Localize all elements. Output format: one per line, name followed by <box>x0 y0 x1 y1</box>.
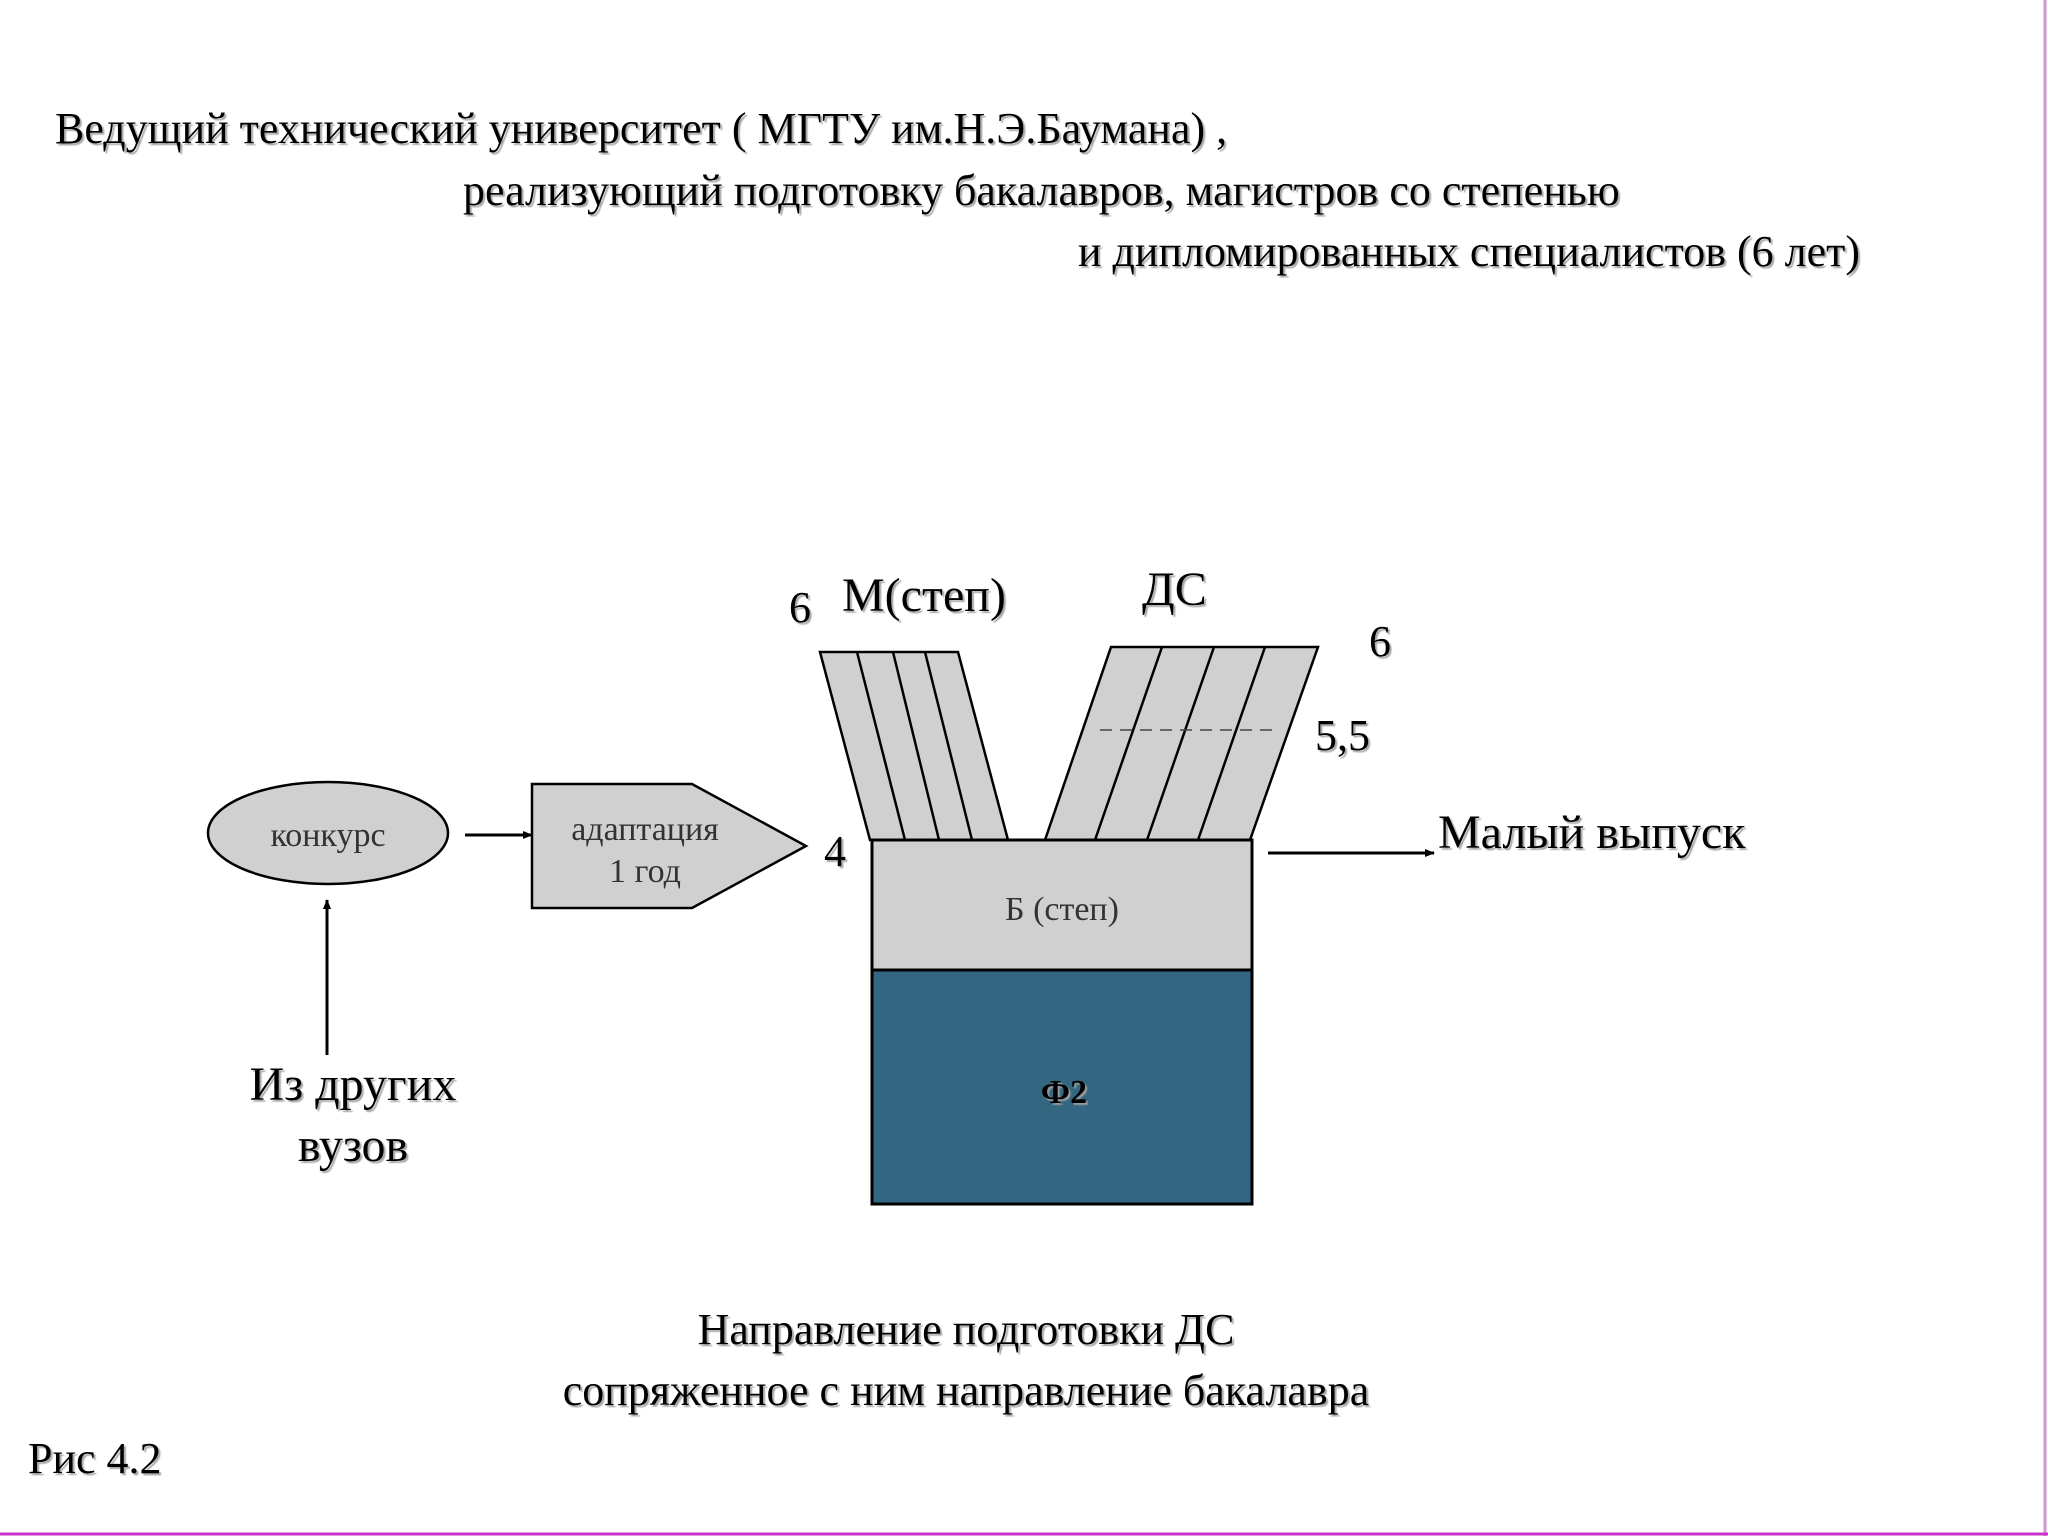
adaptation-label-line-2: 1 год <box>609 853 681 890</box>
adaptation-label-line-1: адаптация <box>571 811 719 848</box>
other-universities-line-1: Из других <box>250 1058 457 1111</box>
figure-label: Рис 4.2 <box>28 1434 162 1483</box>
bachelor-year-label: 4 <box>824 827 846 876</box>
contest-node: конкурс <box>206 780 450 886</box>
foundation-block: Ф2 <box>870 968 1254 1206</box>
caption-line-1: Направление подготовки ДС <box>698 1305 1235 1354</box>
master-year-label: 6 <box>789 583 811 632</box>
foundation-label: Ф2 <box>1041 1074 1087 1111</box>
caption-line-2: сопряженное с ним направление бакалавра <box>563 1366 1370 1415</box>
ds-branch <box>1043 645 1320 842</box>
bachelor-label: Б (степ) <box>1005 891 1119 928</box>
ds-year-mid-label: 5,5 <box>1315 711 1370 760</box>
header-line-1: Ведущий технический университет ( МГТУ и… <box>55 104 1227 153</box>
master-label: М(степ) <box>842 569 1006 622</box>
adaptation-node: адаптация 1 год <box>530 782 809 910</box>
contest-label: конкурс <box>270 817 385 854</box>
header-line-3: и дипломированных специалистов (6 лет) <box>1078 227 1860 276</box>
ds-label: ДС <box>1142 563 1207 616</box>
header-line-2: реализующий подготовку бакалавров, магис… <box>463 166 1620 215</box>
other-universities-line-2: вузов <box>298 1119 408 1172</box>
small-output-label: Малый выпуск <box>1438 806 1746 859</box>
bachelor-block: Б (степ) <box>870 838 1254 972</box>
ds-year-top-label: 6 <box>1369 617 1391 666</box>
master-branch <box>818 650 1010 842</box>
